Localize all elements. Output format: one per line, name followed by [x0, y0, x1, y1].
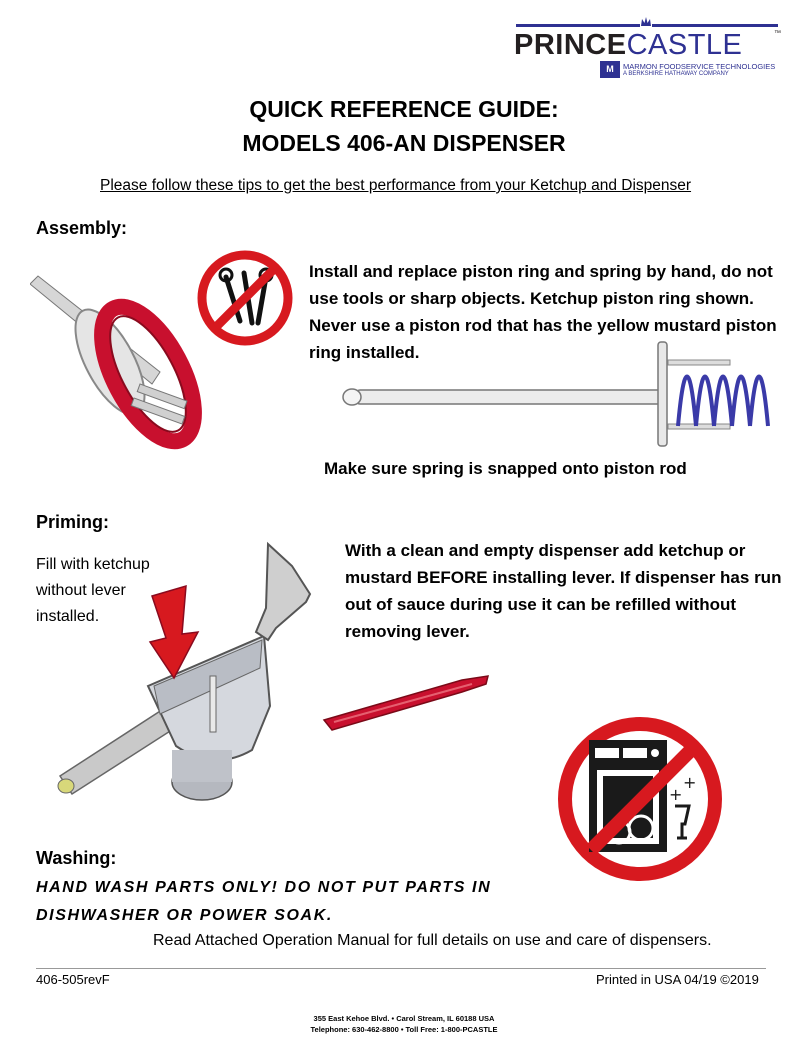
no-dishwasher-icon: + +: [558, 717, 722, 881]
logo-tagline-2: A BERKSHIRE HATHAWAY COMPANY: [623, 71, 729, 77]
prince-castle-logo: PRINCECASTLE ™ M MARMON FOODSERVICE TECH…: [512, 16, 782, 82]
svg-text:+: +: [669, 785, 682, 804]
dispenser-filling-illustration: [57, 541, 312, 801]
page-title-line-2: MODELS 406-AN DISPENSER: [242, 130, 566, 156]
svg-text:+: +: [683, 773, 696, 792]
washing-warning-line-2: DISHWASHER OR POWER SOAK.: [36, 907, 333, 924]
piston-ring-illustration: [30, 275, 202, 450]
printed-date: Printed in USA 04/19 ©2019: [596, 972, 759, 987]
manual-note: Read Attached Operation Manual for full …: [153, 932, 712, 949]
footer-divider: [36, 968, 766, 969]
logo-tagline-1: MARMON FOODSERVICE TECHNOLOGIES: [623, 62, 776, 71]
spring-caption: Make sure spring is snapped onto piston …: [324, 459, 687, 478]
priming-instructions: With a clean and empty dispenser add ket…: [345, 541, 782, 641]
marmon-mark-icon: M: [600, 61, 620, 78]
logo-word-castle: CASTLE: [626, 29, 743, 61]
page-title-line-1: QUICK REFERENCE GUIDE:: [249, 96, 559, 122]
logo-word-prince: PRINCE: [514, 29, 627, 61]
dispenser-lever-illustration: [322, 675, 490, 731]
priming-heading: Priming:: [36, 512, 110, 532]
priming-side-note: Fill with ketchup without lever installe…: [36, 556, 150, 625]
page-subtitle: Please follow these tips to get the best…: [100, 177, 692, 194]
assembly-heading: Assembly:: [36, 218, 128, 238]
document-number: 406-505revF: [36, 972, 110, 987]
crown-icon: [640, 16, 652, 28]
footer-address: 355 East Kehoe Blvd. • Carol Stream, IL …: [313, 1014, 495, 1023]
washing-warning-line-1: HAND WASH PARTS ONLY! DO NOT PUT PARTS I…: [36, 879, 492, 896]
no-tools-icon: [197, 250, 293, 346]
logo-trademark: ™: [774, 30, 781, 37]
washing-heading: Washing:: [36, 848, 117, 868]
assembly-instructions: Install and replace piston ring and spri…: [309, 262, 777, 362]
logo-wordmark: PRINCECASTLE: [514, 30, 742, 60]
footer-phone: Telephone: 630-462-8800 • Toll Free: 1-8…: [310, 1025, 498, 1034]
piston-rod-spring-illustration: [342, 341, 770, 447]
